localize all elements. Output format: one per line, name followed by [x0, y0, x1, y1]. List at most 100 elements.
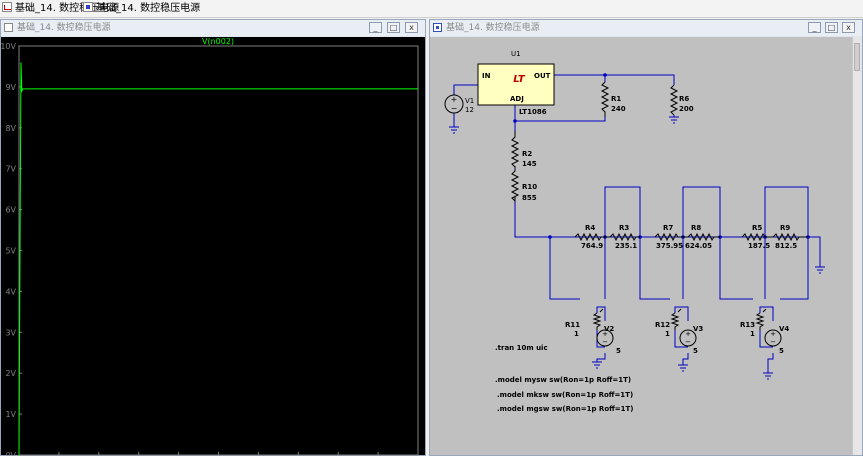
r3-value: 235.1: [615, 242, 637, 250]
r13-ref: R13: [740, 321, 755, 329]
waveform-window-title: 基础_14. 数控稳压电源: [17, 23, 111, 33]
svg-text:−: −: [770, 338, 776, 346]
y-tick-label: 10V: [1, 42, 17, 51]
close-button[interactable]: x: [842, 22, 855, 33]
waveform-window-icon: [4, 23, 13, 32]
directive-model-mysw[interactable]: .model mysw sw(Ron=1p Roff=1T): [495, 376, 631, 384]
r9-ref: R9: [780, 224, 790, 232]
r5-value: 187.5: [748, 242, 770, 250]
svg-text:+: +: [451, 95, 458, 104]
r4-ref: R4: [585, 224, 595, 232]
switch-resistors: [592, 308, 767, 330]
y-tick-label: 9V: [5, 83, 16, 92]
y-tick-label: 5V: [5, 247, 16, 256]
minimize-button[interactable]: _: [369, 22, 382, 33]
y-tick-label: 6V: [5, 206, 16, 215]
u1-pin-in: IN: [482, 72, 491, 80]
r8-value: 624.05: [685, 242, 712, 250]
maximize-button[interactable]: □: [825, 22, 838, 33]
v3-ref: V3: [693, 325, 703, 333]
r1-ref: R1: [611, 95, 621, 103]
r3-ref: R3: [619, 224, 629, 232]
trace-label[interactable]: V(n002): [202, 37, 234, 46]
directive-model-mksw[interactable]: .model mksw sw(Ron=1p Roff=1T): [497, 391, 633, 399]
schematic-canvas[interactable]: + − V1 12 U1 IN OUT ADJ LT LT1086: [430, 37, 862, 455]
waveform-window: 基础_14. 数控稳压电源 _ □ x 0V 1V 2V 3V 4V 5V 6V 7V 8V 9V…: [0, 19, 426, 456]
svg-text:−: −: [451, 104, 458, 113]
r12-value: 1: [665, 330, 670, 338]
v4-ref: V4: [779, 325, 789, 333]
r9-value: 812.5: [775, 242, 797, 250]
tab-schematic[interactable]: 基础_14. 数控稳压电源: [83, 2, 200, 16]
svg-text:−: −: [685, 338, 691, 346]
r7-ref: R7: [663, 224, 673, 232]
tab-waveform-label: 基础_14. 数控稳压电源: [15, 3, 120, 14]
r8-ref: R8: [691, 224, 701, 232]
r11-ref: R11: [565, 321, 580, 329]
voltage-source-v2[interactable]: + − V2 5: [596, 325, 621, 355]
waveform-titlebar[interactable]: 基础_14. 数控稳压电源 _ □ x: [1, 20, 425, 36]
voltage-source-v4[interactable]: + − V4 5: [764, 325, 789, 355]
r2-value: 145: [522, 160, 537, 168]
v2-value: 5: [616, 347, 621, 355]
minimize-button[interactable]: _: [808, 22, 821, 33]
voltage-source-v3[interactable]: + − V3 5: [679, 325, 703, 355]
voltage-source-v1[interactable]: + − V1 12: [444, 94, 474, 114]
r6-ref: R6: [679, 95, 689, 103]
tab-waveform[interactable]: 基础_14. 数控稳压电源: [2, 2, 119, 16]
schematic-drawing: + − V1 12 U1 IN OUT ADJ LT LT1086: [444, 50, 825, 413]
y-tick-label: 3V: [5, 328, 16, 337]
trace-v-n002: [18, 62, 418, 456]
svg-text:+: +: [685, 330, 691, 338]
r12-ref: R12: [655, 321, 670, 329]
horizontal-resistors: [574, 232, 808, 242]
schematic-window-icon: [433, 23, 442, 32]
vertical-resistors: [510, 81, 679, 203]
r10-ref: R10: [522, 183, 537, 191]
schematic-window-title: 基础_14. 数控稳压电源: [446, 23, 540, 33]
close-button[interactable]: x: [405, 22, 418, 33]
r10-value: 855: [522, 194, 537, 202]
v4-value: 5: [779, 347, 784, 355]
r5-ref: R5: [752, 224, 762, 232]
r7-value: 375.95: [656, 242, 683, 250]
directive-model-mgsw[interactable]: .model mgsw sw(Ron=1p Roff=1T): [497, 405, 634, 413]
regulator-u1[interactable]: U1 IN OUT ADJ LT LT1086: [477, 50, 555, 116]
schematic-titlebar[interactable]: 基础_14. 数控稳压电源 _ □ x: [430, 20, 862, 36]
svg-text:+: +: [770, 330, 776, 338]
scrollbar-thumb[interactable]: [854, 43, 860, 71]
directive-tran[interactable]: .tran 10m uic: [495, 344, 548, 352]
r1-value: 240: [611, 105, 626, 113]
y-tick-label: 4V: [5, 287, 16, 296]
maximize-button[interactable]: □: [387, 22, 400, 33]
svg-text:+: +: [602, 330, 608, 338]
document-tab-bar: 基础_14. 数控稳压电源 基础_14. 数控稳压电源: [0, 0, 863, 18]
tab-schematic-label: 基础_14. 数控稳压电源: [96, 3, 201, 14]
r13-value: 1: [750, 330, 755, 338]
svg-text:−: −: [602, 338, 608, 346]
v1-ref: V1: [465, 97, 474, 105]
vertical-scrollbar[interactable]: [852, 37, 862, 455]
schematic-window: 基础_14. 数控稳压电源 _ □ x: [429, 19, 863, 456]
y-tick-label: 1V: [5, 410, 16, 419]
r6-value: 200: [679, 105, 694, 113]
waveform-icon: [2, 2, 12, 12]
lt-logo-icon: LT: [513, 74, 526, 85]
u1-ref: U1: [511, 50, 521, 58]
r11-value: 1: [574, 330, 579, 338]
r2-ref: R2: [522, 150, 532, 158]
wires: [449, 74, 825, 380]
y-tick-label: 8V: [5, 124, 16, 133]
y-tick-label: 0V: [5, 451, 16, 456]
plot-frame: [18, 45, 419, 456]
v3-value: 5: [693, 347, 698, 355]
schematic-icon: [83, 2, 93, 12]
u1-part: LT1086: [519, 108, 547, 116]
v1-value: 12: [465, 106, 474, 114]
y-tick-label: 7V: [5, 165, 16, 174]
y-tick-label: 2V: [5, 369, 16, 378]
u1-pin-adj: ADJ: [510, 95, 524, 103]
v2-ref: V2: [604, 325, 614, 333]
